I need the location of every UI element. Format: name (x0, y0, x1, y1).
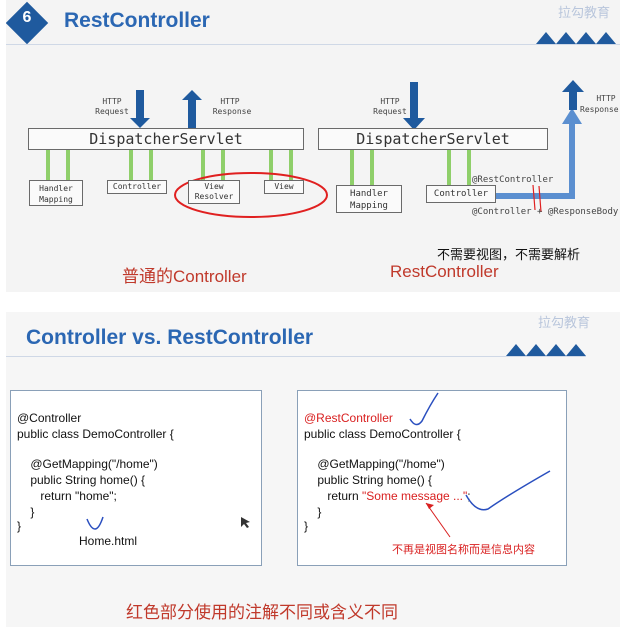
right-code-annotation: @RestController (304, 411, 393, 425)
slide-number: 6 (22, 9, 32, 26)
right-dispatcher-servlet: DispatcherServlet (318, 128, 548, 150)
slide-restcontroller: 6 RestController 拉勾教育 (6, 0, 620, 292)
highlight-ellipse (174, 172, 328, 218)
right-request-label-2: Request (373, 107, 407, 116)
right-controller-box: Controller (426, 185, 496, 203)
right-code-close-class: } (304, 519, 309, 533)
slide-controller-vs-restcontroller: Controller vs. RestController 拉勾教育 @Cont… (6, 312, 620, 627)
right-code-close-method: } (304, 505, 322, 519)
right-code-mapping: @GetMapping("/home") (304, 457, 445, 471)
right-code-class: public class DemoController { (304, 427, 461, 441)
return-semicolon: ; (467, 489, 471, 503)
left-response-label-2: Response (212, 107, 252, 116)
left-code-card: @Controller public class DemoController … (10, 390, 262, 566)
right-caption: RestController (390, 262, 499, 281)
header-wave-icon (536, 32, 616, 44)
right-code-card: @RestController public class DemoControl… (297, 390, 567, 566)
right-annotation-top: @RestController (472, 175, 554, 185)
left-controller-box: Controller (107, 180, 167, 194)
right-annotation-bottom: @Controller + @ResponseBody (472, 207, 619, 217)
right-code-return: return "Some message ..."; (304, 489, 471, 503)
left-code-line-2: public class DemoController { (17, 427, 174, 441)
left-response-label-1: HTTP (220, 97, 240, 106)
cursor-icon (241, 517, 250, 528)
right-note: 不需要视图，不需要解析 (437, 248, 581, 263)
left-handler-mapping-box: Handler Mapping (29, 180, 83, 206)
left-code-line-5: public String home() { (17, 473, 146, 487)
right-response-label-1: HTTP (596, 94, 616, 103)
slide-title: RestController (64, 9, 210, 32)
left-dispatcher-servlet: DispatcherServlet (28, 128, 304, 150)
left-request-label-2: Request (95, 107, 129, 116)
left-caption: 普通的Controller (122, 267, 247, 286)
request-arrow-icon (130, 90, 150, 128)
slide2-title: Controller vs. RestController (26, 326, 314, 349)
return-value: "Some message ..." (362, 489, 468, 503)
request-arrow-icon-right (403, 82, 425, 130)
right-response-label-2: Response (580, 105, 619, 114)
right-card-marks (409, 392, 551, 538)
left-request-label-1: HTTP (102, 97, 122, 106)
left-code-line-6: return "home"; (17, 489, 117, 503)
left-view-box: View (264, 180, 304, 194)
slide2-graphics (6, 344, 586, 357)
handwritten-check-icon (86, 516, 104, 530)
header-wave-icon-2 (506, 344, 586, 356)
slide2-caption: 红色部分使用的注解不同或含义不同 (126, 603, 398, 622)
brand-logo: 拉勾教育 (557, 6, 610, 21)
right-request-label-1: HTTP (380, 97, 400, 106)
left-code-line-4: @GetMapping("/home") (17, 457, 158, 471)
brand-logo-2: 拉勾教育 (537, 316, 590, 331)
right-note: 不再是视图名称而是信息内容 (392, 543, 535, 556)
left-code-line-1: @Controller (17, 411, 82, 425)
left-handwritten-note: Home.html (79, 534, 138, 548)
response-arrow-icon (182, 90, 202, 128)
left-code-line-7: } (17, 505, 35, 519)
slide2-title-bar: Controller vs. RestController 拉勾教育 (6, 312, 620, 356)
response-arrow-icon-right (562, 80, 584, 110)
right-code-method: public String home() { (304, 473, 433, 487)
return-path (496, 120, 575, 199)
left-view-resolver-box: View Resolver (188, 180, 240, 204)
return-keyword: return (304, 489, 363, 503)
slide-title-bar: 6 RestController 拉勾教育 (6, 0, 620, 45)
left-code-line-8: } (17, 519, 22, 533)
diagram-graphics (6, 32, 620, 218)
right-handler-mapping-box: Handler Mapping (336, 185, 402, 213)
